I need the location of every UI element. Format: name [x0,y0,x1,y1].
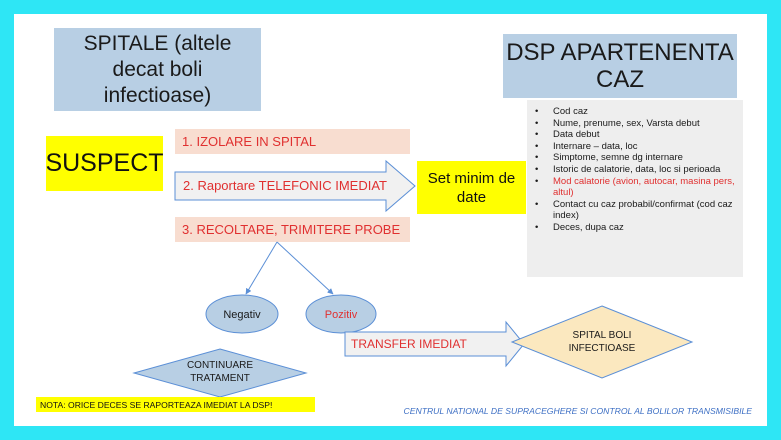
step-3-box: 3. RECOLTARE, TRIMITERE PROBE [175,217,410,242]
data-item: Internare – data, loc [535,141,739,153]
transfer-arrow: TRANSFER IMEDIAT [344,320,525,368]
branch-line-negativ [245,241,278,295]
transfer-label: TRANSFER IMEDIAT [351,337,467,351]
data-item: Mod calatorie (avion, autocar, masina pe… [535,176,739,199]
pozitiv-label: Pozitiv [325,309,358,321]
nota-text: NOTA: ORICE DECES SE RAPORTEAZA IMEDIAT … [40,399,273,410]
step-1-label: 1. IZOLARE IN SPITAL [182,134,317,149]
data-items-box: Cod cazNume, prenume, sex, Varsta debutD… [527,100,743,277]
data-item: Contact cu caz probabil/confirmat (cod c… [535,199,739,222]
diagram-shapes: 2. Raportare TELEFONIC IMEDIAT Negativ P… [132,159,694,398]
step-2-label: 2. Raportare TELEFONIC IMEDIAT [183,178,387,193]
title-left-text: SPITALE (altele decat boli infectioase) [83,31,232,107]
data-item: Simptome, semne dg internare [535,152,739,164]
title-right-box: DSP APARTENENTA CAZ [503,34,737,98]
set-minim-label: Set minim de date [427,169,516,206]
continuare-label-line2: TRATAMENT [190,373,250,384]
title-left-box: SPITALE (altele decat boli infectioase) [54,28,261,111]
data-item: Deces, dupa caz [535,222,739,234]
set-minim-box: Set minim de date [417,161,526,214]
spital-boli-infectioase-node: SPITAL BOLI INFECTIOASE [510,305,694,379]
data-item: Cod caz [535,106,739,118]
data-items-list: Cod cazNume, prenume, sex, Varsta debutD… [531,106,739,234]
slide: SPITALE (altele decat boli infectioase) … [14,14,767,426]
data-item: Nume, prenume, sex, Varsta debut [535,118,739,130]
spital-boli-label-line2: INFECTIOASE [569,343,636,354]
step-3-label: 3. RECOLTARE, TRIMITERE PROBE [182,222,401,237]
title-right-text: DSP APARTENENTA CAZ [506,39,734,93]
pozitiv-node: Pozitiv [305,294,377,334]
continuare-tratament-node: CONTINUARE TRATAMENT [132,348,308,398]
negativ-node: Negativ [205,294,279,334]
suspect-label: SUSPECT [45,149,164,177]
continuare-label-line1: CONTINUARE [187,360,253,371]
negativ-label: Negativ [223,309,261,321]
nota-box: NOTA: ORICE DECES SE RAPORTEAZA IMEDIAT … [36,397,315,412]
branch-line-pozitiv [276,241,334,295]
data-item: Data debut [535,129,739,141]
footer-text: CENTRUL NATIONAL DE SUPRACEGHERE SI CONT… [403,406,752,416]
data-item: Istoric de calatorie, data, loc si perio… [535,164,739,176]
step-1-box: 1. IZOLARE IN SPITAL [175,129,410,154]
spital-boli-label-line1: SPITAL BOLI [573,330,632,341]
suspect-box: SUSPECT [45,136,164,191]
step-2-arrow: 2. Raportare TELEFONIC IMEDIAT [174,159,416,213]
